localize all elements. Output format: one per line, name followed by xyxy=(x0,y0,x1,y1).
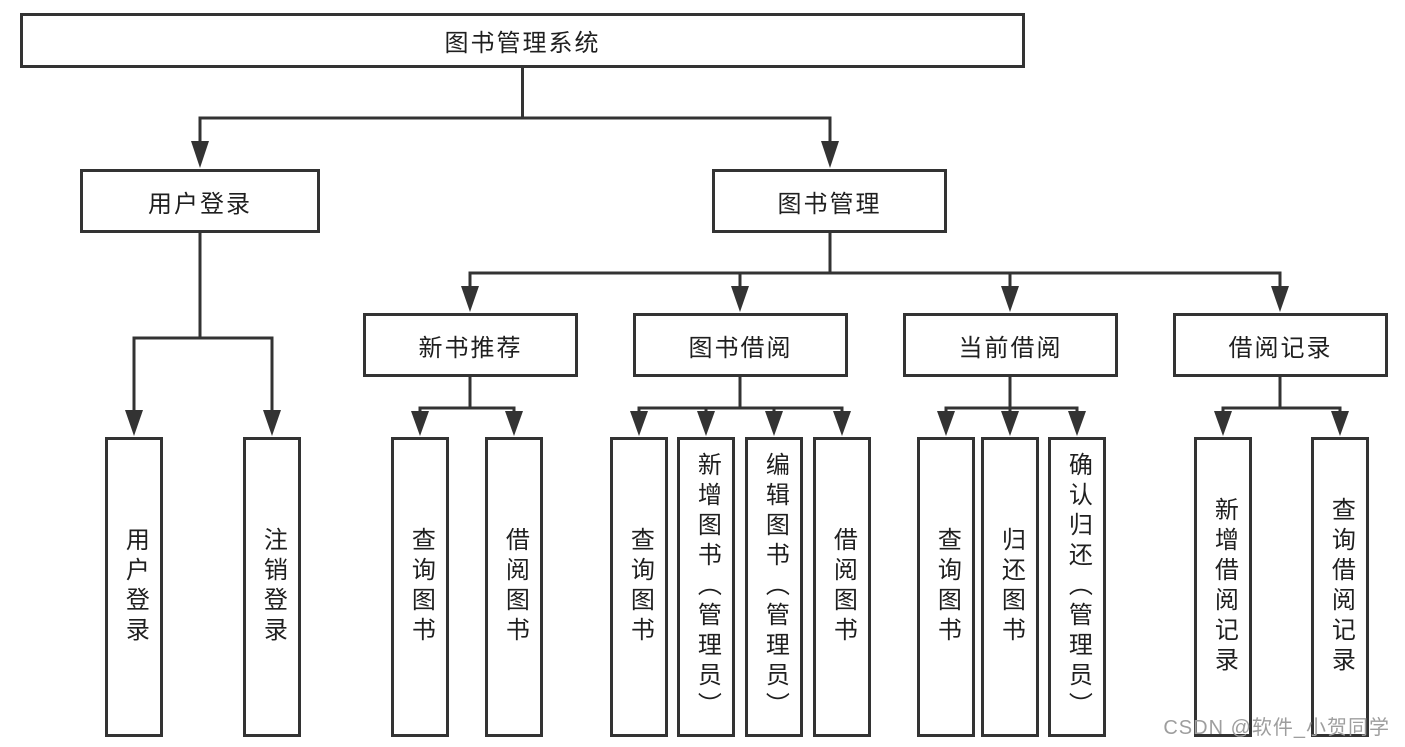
leaf-cb-confirm-return-admin-label: 确认归还（管理员） xyxy=(1064,452,1092,722)
leaf-user-login-label: 用户登录 xyxy=(121,527,149,647)
leaf-bb-edit-books-admin: 编辑图书（管理员） xyxy=(745,437,803,737)
node-user-login: 用户登录 xyxy=(80,169,320,233)
node-new-book-recommend: 新书推荐 xyxy=(363,313,578,377)
node-book-borrowing: 图书借阅 xyxy=(633,313,848,377)
leaf-bb-borrow-books: 借阅图书 xyxy=(813,437,871,737)
arrowheads xyxy=(125,141,1349,436)
leaf-br-query-record-label: 查询借阅记录 xyxy=(1327,497,1355,677)
leaf-nb-query-books: 查询图书 xyxy=(391,437,449,737)
leaf-nb-borrow-books: 借阅图书 xyxy=(485,437,543,737)
leaf-cb-query-books: 查询图书 xyxy=(917,437,975,737)
leaf-br-query-record: 查询借阅记录 xyxy=(1311,437,1369,737)
leaf-logout: 注销登录 xyxy=(243,437,301,737)
leaf-logout-label: 注销登录 xyxy=(259,527,287,647)
node-book-management: 图书管理 xyxy=(712,169,947,233)
node-borrow-records: 借阅记录 xyxy=(1173,313,1388,377)
leaf-cb-return-books: 归还图书 xyxy=(981,437,1039,737)
node-current-borrowing: 当前借阅 xyxy=(903,313,1118,377)
watermark: CSDN @软件_小贺同学 xyxy=(1163,717,1390,739)
leaf-bb-edit-books-admin-label: 编辑图书（管理员） xyxy=(761,452,789,722)
leaf-br-add-record-label: 新增借阅记录 xyxy=(1210,497,1238,677)
leaf-br-add-record: 新增借阅记录 xyxy=(1194,437,1252,737)
leaf-user-login: 用户登录 xyxy=(105,437,163,737)
leaf-cb-confirm-return-admin: 确认归还（管理员） xyxy=(1048,437,1106,737)
leaf-bb-query-books-label: 查询图书 xyxy=(626,527,654,647)
leaf-cb-query-books-label: 查询图书 xyxy=(933,527,961,647)
leaf-bb-add-books-admin-label: 新增图书（管理员） xyxy=(693,452,721,722)
leaf-cb-return-books-label: 归还图书 xyxy=(997,527,1025,647)
node-root: 图书管理系统 xyxy=(20,13,1025,68)
leaf-nb-query-books-label: 查询图书 xyxy=(407,527,435,647)
leaf-bb-add-books-admin: 新增图书（管理员） xyxy=(677,437,735,737)
leaf-bb-borrow-books-label: 借阅图书 xyxy=(829,527,857,647)
leaf-nb-borrow-books-label: 借阅图书 xyxy=(501,527,529,647)
leaf-bb-query-books: 查询图书 xyxy=(610,437,668,737)
